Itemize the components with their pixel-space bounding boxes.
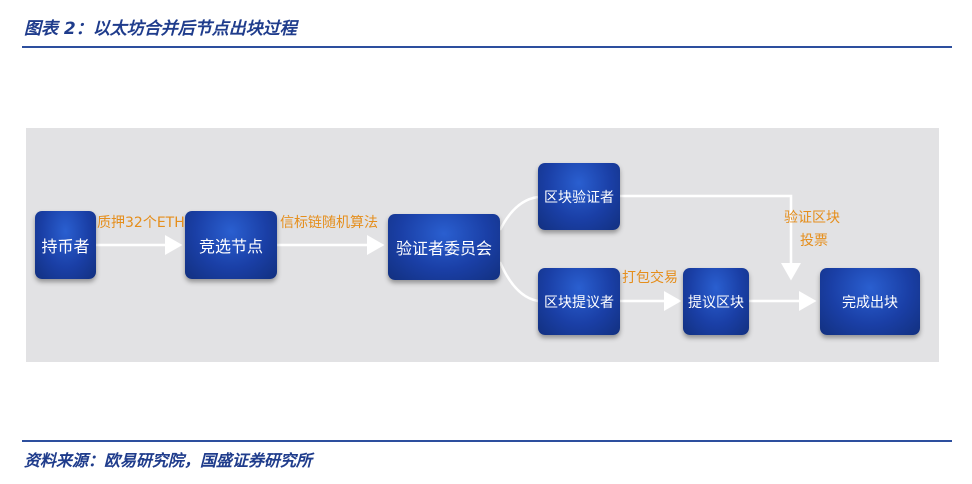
label-vote-line1: 验证区块: [784, 210, 840, 226]
node-holder: 持币者: [35, 211, 96, 279]
edge-validator-to-vote: [620, 194, 801, 281]
node-committee: 验证者委员会: [388, 214, 500, 280]
label-vote-line2: 投票: [800, 233, 828, 249]
source-divider: [22, 440, 952, 442]
edge-committee-to-validator: [498, 195, 539, 231]
figure-source: 资料来源：欧易研究院，国盛证券研究所: [24, 451, 313, 470]
node-propose-block: 提议区块: [683, 268, 749, 335]
label-pack: 打包交易: [622, 270, 678, 286]
figure-title: 图表 2：以太坊合并后节点出块过程: [24, 19, 297, 39]
label-random: 信标链随机算法: [280, 215, 378, 231]
node-complete: 完成出块: [820, 268, 920, 335]
node-proposer: 区块提议者: [538, 268, 620, 335]
node-validator: 区块验证者: [538, 163, 620, 230]
label-stake: 质押32个ETH: [97, 215, 185, 231]
edge-committee-to-proposer: [498, 261, 539, 303]
node-elect: 竞选节点: [185, 211, 277, 279]
title-divider: [22, 46, 952, 48]
